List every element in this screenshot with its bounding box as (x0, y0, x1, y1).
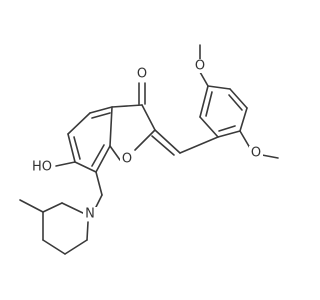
molecule-structure-diagram: O O O HO O N (19, 44, 279, 255)
bond-o1-c7a (109, 145, 121, 161)
bond-phenyl-4 (217, 130, 241, 138)
bond-benzo-4 (74, 161, 97, 173)
bond-phenyl-5 (199, 116, 219, 138)
bond-phenyl-2 (229, 88, 248, 109)
bond-methyl-right (261, 154, 279, 159)
bond-phenyl-1 (207, 85, 231, 90)
bond-benzo-2 (67, 112, 91, 135)
bond-phenyl-3 (239, 107, 248, 132)
label-bg-o-methoxy-right (249, 146, 263, 160)
atom-o-hydroxyl: HO (32, 160, 52, 175)
atom-n-piperidine: N (85, 207, 95, 222)
atom-labels: O O O HO O N (29, 59, 263, 222)
bond-pip-c2-c3 (42, 202, 63, 213)
bond-phenyl-2-inner (228, 94, 243, 111)
bond-benzo-1 (89, 106, 113, 114)
atom-o-furan: O (122, 152, 132, 167)
bond-pip-c4-c5 (42, 239, 66, 255)
label-bg-o-furan (120, 152, 134, 166)
bonds (19, 44, 279, 255)
bond-pip-c6-n (86, 221, 89, 241)
bond-c2-o1 (134, 129, 156, 151)
bond-benzo-6 (109, 106, 113, 147)
bond-pip-c5-c6 (64, 239, 88, 255)
atom-o-methoxy-right: O (251, 146, 261, 161)
bond-benzo-3 (67, 133, 76, 163)
bond-phenyl-6 (199, 85, 209, 118)
bond-phenyl-4-inner (218, 125, 236, 132)
label-bg-o-ketone (135, 67, 149, 81)
atom-o-ketone: O (137, 67, 147, 82)
bond-ring-to-ch (179, 136, 219, 154)
bond-c2-c3 (141, 104, 156, 131)
label-bg-o-hydroxyl (29, 160, 55, 174)
bond-ch-to-c2-double (151, 135, 175, 156)
bond-benzo-5-inner (91, 144, 105, 167)
bond-benzo-3-inner (73, 136, 81, 160)
bond-pip-n-c2 (61, 202, 86, 215)
bond-c7-ch2 (95, 171, 103, 196)
bond-benzo-5 (95, 145, 111, 173)
bond-ch-to-c2 (154, 129, 181, 154)
atom-o-methoxy-top: O (195, 59, 205, 74)
bond-c3-c3a (111, 104, 143, 108)
bond-benzo-1-inner (91, 112, 111, 119)
bond-pip-methyl (19, 199, 44, 213)
bond-ch2-n (95, 194, 103, 208)
bond-aryl-o-right (239, 130, 251, 149)
label-bg-n-piperidine (83, 207, 97, 221)
bond-o-aryl-top (199, 71, 209, 87)
bond-phenyl-6-inner (205, 91, 213, 117)
bond-c6-oh (55, 161, 76, 167)
label-bg-o-methoxy-top (193, 59, 207, 73)
